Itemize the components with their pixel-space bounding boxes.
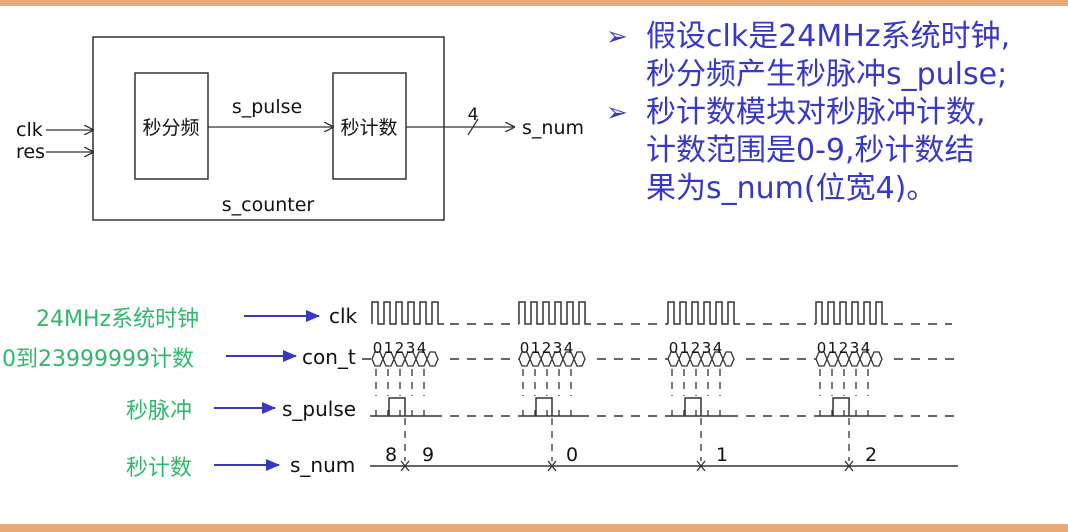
container-label: s_counter [222,194,315,216]
snum-signal-label: s_num [290,453,355,477]
cont-value-label: 1 [384,339,394,357]
bullet-line: 假设clk是24MHz系统时钟, [646,19,1011,54]
cont-value-label: 0 [373,339,383,357]
clk-input-label: clk [16,119,43,141]
cont-value-label: 4 [713,339,723,357]
cont-bus-segment [518,351,586,367]
cont-value-label: 2 [395,339,405,357]
cont-value-label: 3 [850,339,860,357]
timing-labels: 24MHz系统时钟 clk 0到23999999计数 con_t 秒脉冲 s_p… [2,304,358,481]
cont-value-label: 3 [406,339,416,357]
snum-value-label: 2 [865,444,877,466]
snum-value-label: 9 [422,444,434,466]
cont-bus-segment [667,351,735,367]
divider-box [134,72,209,180]
clk-signal-label: clk [329,304,358,328]
bullet-line: 计数范围是0-9,秒计数结 [646,133,975,168]
cont-signal-label: con_t [302,345,356,369]
clk-waveform [667,301,740,325]
cont-value-label: 4 [417,339,427,357]
cont-desc: 0到23999999计数 [2,347,194,372]
cont-bus-segment [815,351,883,367]
bus-slash [467,118,479,136]
output-label: s_num [522,117,584,139]
cont-value-label: 0 [520,339,530,357]
cont-bus-segment [371,351,439,367]
spulse-high [832,397,850,416]
pulse-signal-label: s_pulse [282,397,356,421]
clk-waveform [518,301,591,325]
pulse-label: s_pulse [232,96,302,118]
cont-value-label: 0 [669,339,679,357]
bullet-item: ➢ 假设clk是24MHz系统时钟, 秒分频产生秒脉冲s_pulse; [606,18,1061,94]
cont-value-label: 3 [702,339,712,357]
cont-value-label: 4 [861,339,871,357]
cont-value-label: 2 [839,339,849,357]
bullet-line: 果为s_num(位宽4)。 [646,171,937,206]
bus-width-label: 4 [468,105,479,125]
bullet-item: ➢ 秒计数模块对秒脉冲计数, 计数范围是0-9,秒计数结 果为s_num(位宽4… [606,94,1061,208]
snum-value-label: 8 [385,444,397,466]
clk-desc: 24MHz系统时钟 [36,307,199,332]
spulse-high [535,397,553,416]
spulse-high [388,397,406,416]
cont-value-label: 1 [531,339,541,357]
clk-waveform [371,301,444,325]
bullet-line: 秒分频产生秒脉冲s_pulse; [646,57,1008,92]
clk-waveform [815,301,888,325]
cont-value-label: 1 [680,339,690,357]
description-bullets: ➢ 假设clk是24MHz系统时钟, 秒分频产生秒脉冲s_pulse; ➢ 秒计… [606,18,1061,208]
snum-value-label: 1 [716,444,728,466]
bottom-accent-bar [0,524,1068,532]
cont-value-label: 2 [691,339,701,357]
cont-value-label: 4 [564,339,574,357]
cont-value-label: 2 [542,339,552,357]
snum-value-label: 0 [566,444,578,466]
block-diagram: clk res 秒分频 秒计数 s_pulse 4 s_num s_counte… [16,36,584,221]
cont-value-label: 3 [553,339,563,357]
res-input-label: res [16,141,45,163]
divider-label: 秒分频 [142,117,199,139]
cont-value-label: 0 [817,339,827,357]
bullet-arrow-icon: ➢ [606,22,628,52]
bullet-line: 秒计数模块对秒脉冲计数, [646,95,986,130]
snum-desc: 秒计数 [126,456,192,481]
pulse-desc: 秒脉冲 [126,399,192,424]
spulse-high [684,397,702,416]
counter-label: 秒计数 [340,117,397,139]
bullet-arrow-icon: ➢ [606,98,628,128]
top-accent-bar [0,0,1068,6]
cont-value-label: 1 [828,339,838,357]
